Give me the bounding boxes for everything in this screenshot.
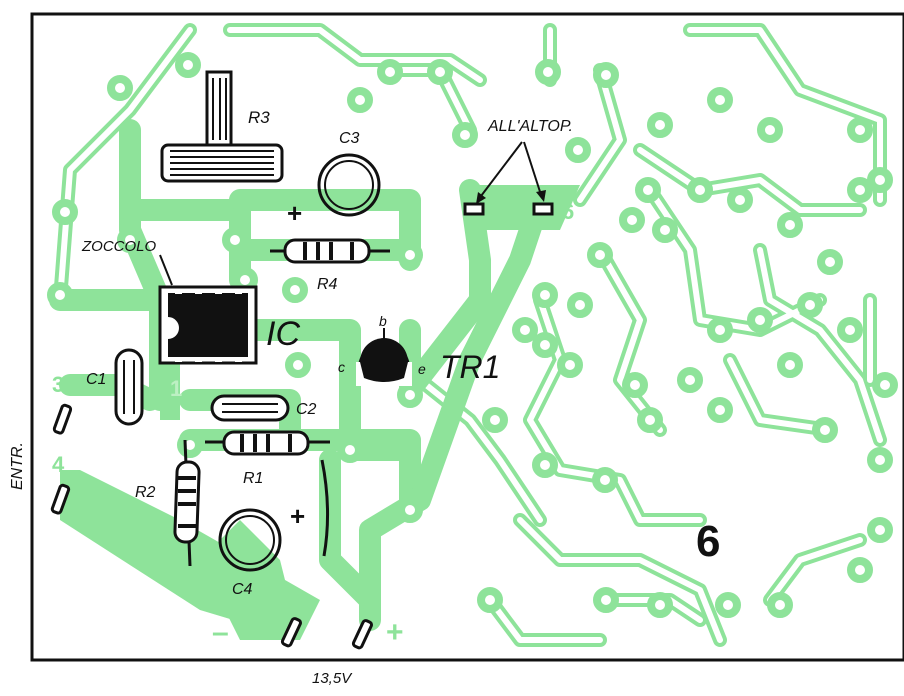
supply-plus: + (386, 616, 404, 649)
c2-capacitor (210, 394, 290, 422)
r4-resistor (270, 238, 390, 264)
c4-plus: + (290, 501, 305, 531)
speaker-arrowhead-6 (536, 190, 546, 202)
supply-voltage-label: 13,5V (312, 670, 353, 687)
ground-plane-2 (200, 520, 300, 640)
r2-resistor (173, 439, 201, 567)
speaker-pad-6 (532, 202, 554, 216)
c1-capacitor (114, 348, 144, 426)
tr1-flat-edge (360, 362, 408, 382)
pad-5-label: 5 (493, 199, 505, 224)
r4-label: R4 (317, 276, 338, 293)
input-label: ENTR. (9, 442, 26, 490)
c1-label: C1 (86, 371, 106, 388)
socket-label: ZOCCOLO (81, 238, 157, 255)
speaker-pad-5 (463, 202, 485, 216)
speaker-pad-area (470, 185, 580, 230)
r2-label: R2 (135, 484, 156, 501)
pad-6-label: 6 (562, 199, 574, 224)
tr1-pin-e: e (418, 361, 426, 377)
tr1-pin-c: c (338, 359, 345, 375)
pad-4-label: 4 (52, 452, 65, 477)
speaker-arrow-6 (523, 141, 543, 199)
ic-chip (168, 293, 248, 357)
r3-label: R3 (248, 108, 270, 127)
r1-label: R1 (243, 470, 263, 487)
tr1-pin-b: b (379, 313, 387, 329)
c4-capacitor (218, 508, 282, 572)
pads (47, 52, 898, 618)
speaker-arrowhead-5 (476, 192, 486, 204)
trace-block (160, 360, 180, 420)
c2-label: C2 (296, 401, 317, 418)
c3-capacitor (317, 153, 381, 217)
figure-number: 6 (696, 517, 720, 566)
pad-3-label: 3 (52, 372, 64, 397)
speaker-label: ALL'ALTOP. (487, 118, 573, 135)
speaker-arrow-5 (477, 141, 523, 201)
ic-label: IC (266, 315, 300, 353)
ic-notch (167, 317, 179, 339)
socket-pointer (159, 254, 173, 286)
supply-minus: – (212, 616, 229, 649)
c3-label: C3 (339, 130, 360, 147)
r3-potentiometer (160, 70, 284, 183)
r1-resistor (205, 430, 330, 456)
pad-1-label: 1 (170, 376, 182, 401)
c3-plus: + (287, 198, 302, 228)
terminal-pads (50, 403, 373, 650)
c4-label: C4 (232, 581, 253, 598)
ic-pins (175, 289, 242, 362)
wire-jumper (320, 459, 330, 557)
tr1-label: TR1 (440, 349, 500, 385)
